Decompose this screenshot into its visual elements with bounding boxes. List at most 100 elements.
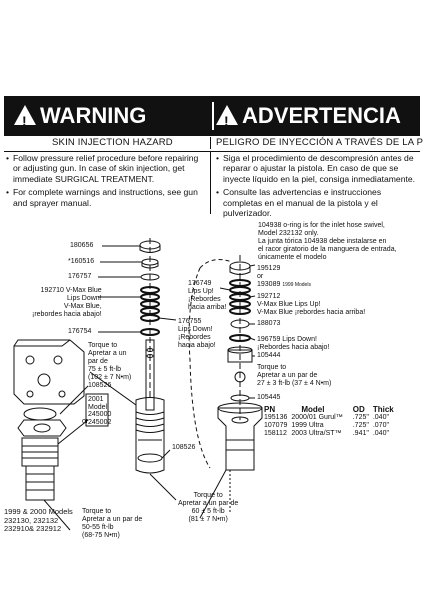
table-header-pn: PN xyxy=(264,405,276,414)
part-176755: 176755 Lips Down! ¡Rebordes hacia abajo! xyxy=(178,318,216,350)
table-row: 195136 2000/01 Gurul™ .725" .040" xyxy=(262,414,396,422)
table-row: 107079 1999 Ultra .725" .070" xyxy=(262,422,396,430)
bullet-item: •Follow pressure relief procedure before… xyxy=(6,153,199,184)
table-cell: 2003 Ultra/ST™ xyxy=(291,430,342,437)
torque-spec-27: Torque to Apretar a un par de 27 ± 3 ft-… xyxy=(257,364,331,388)
label-line: 50-55 ft-lb xyxy=(82,524,114,531)
label-line: ¡Rebordes xyxy=(178,334,211,341)
label-line: ¡Rebordes hacia abajo! xyxy=(257,344,330,351)
table-cell: 195136 xyxy=(264,414,288,421)
warning-title-en: WARNING xyxy=(14,103,147,134)
label-line: ¡rebordes hacia abajo! xyxy=(32,311,102,318)
label-line: 1999 Models xyxy=(282,282,311,288)
bullet-text: Siga el procedimiento de descompresión a… xyxy=(223,153,416,184)
label-line: hacia abajo! xyxy=(178,342,216,349)
bullets-en: •Follow pressure relief procedure before… xyxy=(6,153,202,211)
warning-title-es-text: ADVERTENCIA xyxy=(242,103,401,128)
hazard-es: PELIGRO DE INYECCIÓN A TRAVÉS DE LA PIEL xyxy=(216,137,424,148)
label-line: V-Max Blue ¡rebordes hacia arriba! xyxy=(257,309,366,316)
part-105445: 105445 xyxy=(257,394,281,401)
label-line: 245000 xyxy=(88,411,112,418)
part-195129: 195129 xyxy=(257,265,281,272)
part-196759: 196759 Lips Down! ¡Rebordes hacia abajo! xyxy=(257,336,329,352)
part-192710: 192710 V-Max Blue Lips Down! V-Max Blue,… xyxy=(32,287,102,319)
label-line: 176755 xyxy=(178,318,202,325)
label-line: 232910& 232912 xyxy=(4,524,62,533)
table-header-row: PN Model OD Thick xyxy=(262,406,396,414)
label-line: 75 ± 5 ft-lb xyxy=(88,366,122,373)
hazard-rule xyxy=(4,151,420,152)
label-line: (68-75 N•m) xyxy=(82,532,120,539)
warning-divider xyxy=(212,102,214,130)
part-108526-left: 108526 xyxy=(88,382,112,389)
part-176749: 176749 Lips Up! ¡Rebordes hacia arriba! xyxy=(188,280,227,312)
label-line: 193089 xyxy=(257,281,281,288)
table-cell: .070" xyxy=(372,422,389,429)
label-line: Model xyxy=(88,403,108,411)
part-160516: *160516 xyxy=(68,258,95,265)
part-or-left: or xyxy=(82,418,89,425)
part-176754: 176754 xyxy=(68,328,92,335)
label-line: par de xyxy=(88,358,108,365)
label-line: Torque to xyxy=(82,508,112,515)
bullets-es: •Siga el procedimiento de descompresión … xyxy=(216,153,418,221)
label-line: (81 ± 7 N•m) xyxy=(188,516,228,523)
table-header-model: Model xyxy=(301,405,325,414)
label-line: Torque to xyxy=(257,364,287,371)
label-line: Apretar a un par de xyxy=(178,500,239,507)
part-108526-right: 108526 xyxy=(172,444,196,451)
inlet-oring-note: 104938 o-ring is for the inlet hose swiv… xyxy=(258,222,397,262)
bullet-item: •Siga el procedimiento de descompresión … xyxy=(216,153,416,184)
label-line: Apretar a un xyxy=(88,350,127,357)
table-cell: .725" xyxy=(352,422,369,429)
part-180656: 180656 xyxy=(70,242,94,249)
part-or: or xyxy=(257,273,264,280)
label-line: Lips Down! xyxy=(178,326,213,333)
torque-spec-50-55: Torque to Apretar a un par de 50-55 ft-l… xyxy=(82,508,142,540)
label-line: hacia arriba! xyxy=(188,304,227,311)
label-line: Torque to xyxy=(88,342,118,349)
note-line: el racor giratorio de la manguera de ent… xyxy=(258,246,397,253)
bullet-text: For complete warnings and instructions, … xyxy=(13,187,198,208)
table-cell: .941" xyxy=(352,430,369,437)
label-line: Lips Up! xyxy=(188,288,214,295)
label-line: 232130, 232132 xyxy=(4,515,59,525)
models-1999-2000: 1999 & 2000 Models 232130, 232132 232910… xyxy=(4,507,73,534)
table-header-thick: Thick xyxy=(372,405,394,414)
label-line: 192712 xyxy=(257,293,281,300)
part-176757: 176757 xyxy=(68,273,92,280)
warning-banner: WARNING ADVERTENCIA xyxy=(4,96,420,136)
bullet-item: •Consulte las advertencias e instruccion… xyxy=(216,187,382,219)
table-cell: .040" xyxy=(372,430,389,437)
table-row: 158112 2003 Ultra/ST™ .941" .040" xyxy=(262,430,396,438)
note-line: La junta tórica 104938 debe instalarse e… xyxy=(258,238,387,245)
note-line: 104938 o-ring is for the inlet hose swiv… xyxy=(258,222,385,229)
label-line: Apretar a un par de xyxy=(257,372,318,379)
table-cell: 2000/01 Gurul™ xyxy=(291,414,343,421)
label-line: 192710 V-Max Blue xyxy=(40,287,102,294)
bullet-text: Follow pressure relief procedure before … xyxy=(13,153,199,184)
label-line: 2001 xyxy=(88,396,104,403)
part-105444: 105444 xyxy=(257,352,281,359)
bullet-text: Consulte las advertencias e instruccione… xyxy=(223,187,382,219)
label-line: 196759 Lips Down! xyxy=(257,336,317,343)
label-line: ¡Rebordes xyxy=(188,296,221,303)
label-line: 1999 & 2000 Models xyxy=(4,507,73,516)
oring-spec-table: PN Model OD Thick 195136 2000/01 Gurul™ … xyxy=(262,406,396,438)
label-line: 245002 xyxy=(88,418,112,426)
table-cell: .040" xyxy=(372,414,389,421)
label-line: Torque to xyxy=(193,492,223,499)
note-line: únicamente el modelo xyxy=(258,254,327,261)
warning-triangle-icon xyxy=(14,105,36,134)
table-header-od: OD xyxy=(352,405,365,414)
model-2001-box: 2001 Model 245000 245002 xyxy=(88,396,111,426)
hazard-en: SKIN INJECTION HAZARD xyxy=(52,137,173,148)
table-cell: 1999 Ultra xyxy=(291,422,324,429)
warning-title-en-text: WARNING xyxy=(40,103,147,128)
torque-spec-75: Torque to Apretar a un par de 75 ± 5 ft-… xyxy=(88,342,131,382)
hazard-divider xyxy=(210,137,211,149)
label-line: (102 ± 7 N•m) xyxy=(88,374,132,381)
table-cell: .725" xyxy=(352,414,369,421)
label-line: 176749 xyxy=(188,280,212,287)
